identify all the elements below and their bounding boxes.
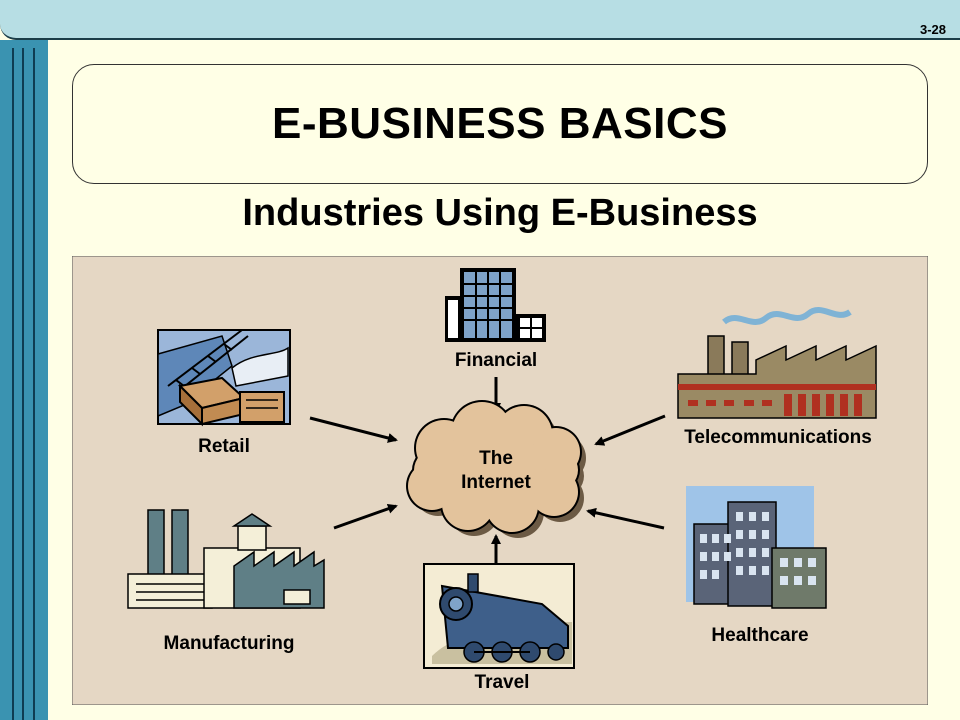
travel-train-icon	[423, 563, 575, 669]
industries-diagram: The Internet Financial Retail	[72, 256, 928, 705]
retail-crates-icon	[157, 329, 291, 427]
node-label-financial: Financial	[455, 350, 537, 371]
node-label-healthcare: Healthcare	[711, 625, 808, 646]
left-bar-stripe	[33, 48, 35, 720]
arrow-retail	[309, 416, 398, 443]
node-label-retail: Retail	[198, 436, 250, 457]
left-bar-stripe	[22, 48, 24, 720]
telecommunications-factory-icon	[677, 307, 877, 419]
arrow-manufacturing	[333, 503, 398, 530]
top-bar: 3-28	[0, 0, 960, 40]
node-label-travel: Travel	[475, 672, 530, 693]
manufacturing-plant-icon	[127, 509, 325, 609]
node-label-telecommunications: Telecommunications	[684, 427, 872, 448]
center-label-line1: The	[479, 448, 513, 469]
center-label-line2: Internet	[461, 472, 531, 493]
node-label-manufacturing: Manufacturing	[164, 633, 295, 654]
financial-building-icon	[445, 268, 546, 342]
arrow-healthcare	[586, 507, 665, 530]
slide-number: 3-28	[919, 22, 946, 37]
left-bar	[0, 40, 48, 720]
arrow-telecom	[594, 414, 666, 446]
page-title: E-BUSINESS BASICS	[272, 99, 728, 148]
page-subtitle: Industries Using E-Business	[242, 192, 758, 234]
left-bar-stripe	[12, 48, 14, 720]
internet-cloud-icon	[406, 400, 586, 538]
healthcare-building-icon	[686, 486, 827, 609]
title-box: E-BUSINESS BASICS	[72, 64, 928, 184]
arrows	[309, 377, 666, 564]
